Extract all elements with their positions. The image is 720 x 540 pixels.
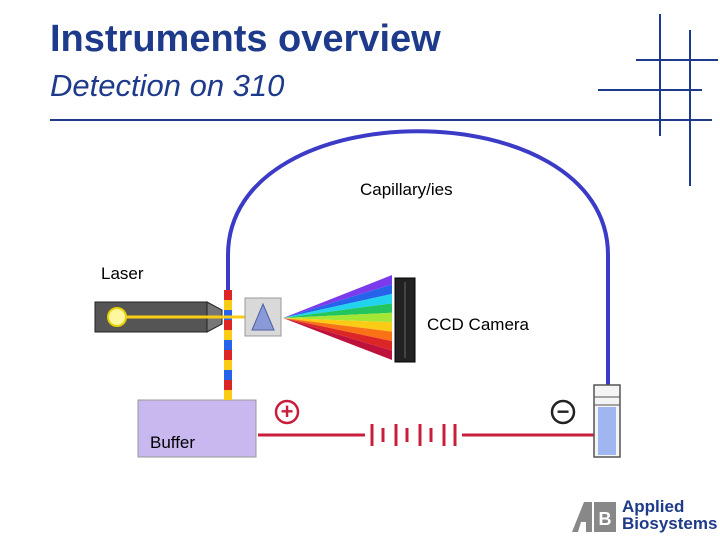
applied-biosystems-logo-mark: B [572, 502, 616, 532]
spectrum-band [283, 284, 392, 318]
spectrum-fan [283, 275, 392, 360]
laser-source [107, 307, 127, 327]
title-rule [50, 119, 712, 121]
spectrum-band [283, 312, 392, 323]
ccd-camera [394, 277, 416, 363]
logo-line-1: Applied [622, 497, 685, 516]
page-title: Instruments overview [50, 18, 441, 60]
spectrum-band [283, 293, 392, 318]
spectrum-band [283, 318, 392, 332]
negative-sign: − [557, 399, 570, 424]
buffer-label: Buffer [150, 433, 196, 452]
capillary-tube [226, 129, 610, 400]
svg-text:B: B [599, 509, 612, 529]
laser [94, 301, 260, 333]
ccd-camera-label: CCD Camera [427, 315, 530, 334]
logo-line-2: Biosystems [622, 514, 718, 533]
power-circuit [258, 424, 596, 446]
page-subtitle: Detection on 310 [50, 68, 285, 103]
outlet-vial [593, 384, 621, 458]
capillary-label: Capillary/ies [360, 180, 453, 199]
spectrum-band [283, 303, 392, 318]
spectrum-band [283, 275, 392, 318]
positive-electrode: + [274, 399, 300, 425]
spectrum-band [283, 318, 392, 342]
corner-grid-decoration [598, 14, 718, 186]
negative-electrode: − [550, 399, 576, 425]
positive-sign: + [281, 399, 294, 424]
company-logo-text: Applied Biosystems [622, 498, 717, 532]
detection-window [224, 290, 232, 400]
buffer-reservoir [137, 399, 257, 458]
laser-label: Laser [101, 264, 144, 283]
battery-cells [370, 424, 457, 446]
spectrum-band [283, 318, 392, 360]
prism [244, 297, 282, 337]
